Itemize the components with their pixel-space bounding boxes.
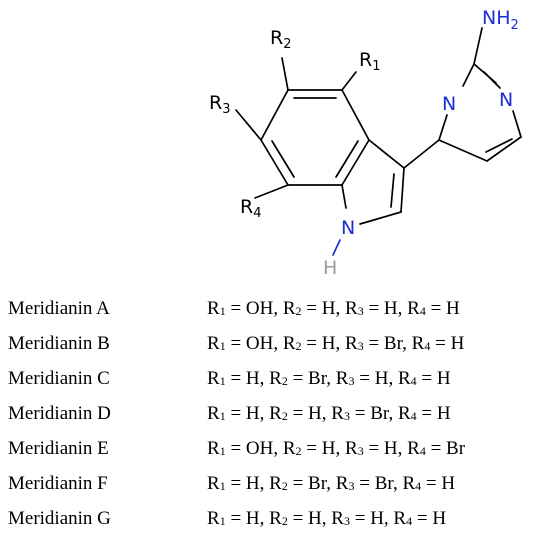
compound-row: Meridianin F R1 = H, R2 = Br, R3 = Br, R…: [0, 473, 550, 503]
substituent-list: R1 = H, R2 = Br, R3 = Br, R4 = H: [207, 473, 456, 494]
biaryl-bond: [403, 139, 440, 169]
pyrimidine-n1-label: N: [442, 93, 456, 115]
amino-group-label: NH2: [482, 7, 519, 33]
substituent-bonds: [235, 57, 357, 199]
compound-row: Meridianin E R1 = OH, R2 = H, R3 = H, R4…: [0, 438, 550, 468]
compound-name: Meridianin E: [8, 438, 109, 459]
benzene-ring: [260, 89, 370, 186]
meridianin-core-structure: NH2 N N N H R1 R2 R3 R4: [209, 7, 522, 279]
substituent-list: R1 = H, R2 = H, R3 = Br, R4 = H: [207, 403, 451, 424]
compound-name: Meridianin B: [8, 333, 110, 354]
pyrimidine-n2-label: N: [499, 89, 513, 111]
compound-row: Meridianin G R1 = H, R2 = H, R3 = H, R4 …: [0, 508, 550, 538]
indole-nitrogen-label: N: [341, 217, 355, 239]
substituent-list: R1 = OH, R2 = H, R3 = Br, R4 = H: [207, 333, 465, 354]
pyrimidine-ring: [438, 27, 522, 162]
compound-row: Meridianin A R1 = OH, R2 = H, R3 = H, R4…: [0, 298, 550, 328]
substituent-list: R1 = H, R2 = H, R3 = H, R4 = H: [207, 508, 447, 529]
compound-name: Meridianin A: [8, 298, 110, 319]
compound-name: Meridianin C: [8, 368, 110, 389]
compound-name: Meridianin F: [8, 473, 108, 494]
substituent-list: R1 = OH, R2 = H, R3 = H, R4 = H: [207, 298, 460, 319]
nh-bond: [332, 239, 341, 256]
compound-row: Meridianin B R1 = OH, R2 = H, R3 = Br, R…: [0, 333, 550, 363]
compound-row: Meridianin D R1 = H, R2 = H, R3 = Br, R4…: [0, 403, 550, 433]
r2-label: R2: [270, 27, 291, 52]
compound-name: Meridianin D: [8, 403, 111, 424]
pyrrole-ring: [341, 139, 405, 225]
compound-name: Meridianin G: [8, 508, 111, 529]
r3-label: R3: [209, 92, 230, 117]
substituent-list: R1 = H, R2 = Br, R3 = H, R4 = H: [207, 368, 451, 389]
indole-hydrogen-label: H: [323, 257, 337, 279]
substituent-list: R1 = OH, R2 = H, R3 = H, R4 = Br: [207, 438, 466, 459]
compound-row: Meridianin C R1 = H, R2 = Br, R3 = H, R4…: [0, 368, 550, 398]
r1-label: R1: [359, 49, 380, 74]
r4-label: R4: [240, 196, 261, 221]
